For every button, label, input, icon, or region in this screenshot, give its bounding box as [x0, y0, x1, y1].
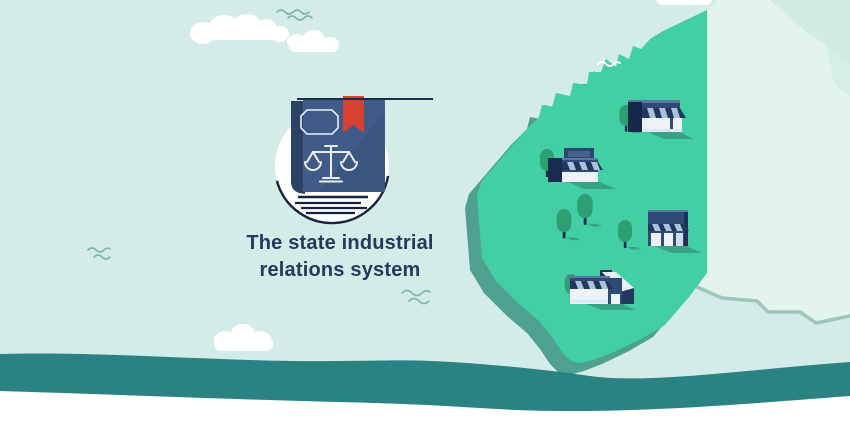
cloud-icon — [214, 324, 273, 351]
label-frame — [300, 109, 339, 135]
cover-highlight — [303, 100, 385, 192]
squiggle-icon — [276, 9, 313, 21]
shop-icon — [548, 148, 616, 189]
page-title: The state industrial relations system — [246, 232, 434, 281]
squiggle-icon — [401, 289, 431, 305]
cloud-icon — [656, 0, 712, 5]
coastline-path — [695, 285, 850, 325]
wave-icon — [0, 353, 850, 425]
shop-icon — [568, 270, 636, 310]
squiggle-icon — [87, 247, 111, 260]
page-lines — [295, 201, 367, 215]
law-book-icon — [275, 96, 433, 225]
shop-icon — [648, 210, 702, 253]
scales-icon — [304, 145, 358, 183]
shop-icon — [628, 100, 694, 139]
cloud-icon — [190, 14, 339, 52]
map-squiggle-icon — [597, 61, 621, 67]
western-australia-map — [465, 10, 707, 375]
bookmark-ribbon-icon — [343, 96, 364, 133]
badge-circle-outline — [275, 175, 390, 225]
australia-outline — [695, 0, 850, 325]
